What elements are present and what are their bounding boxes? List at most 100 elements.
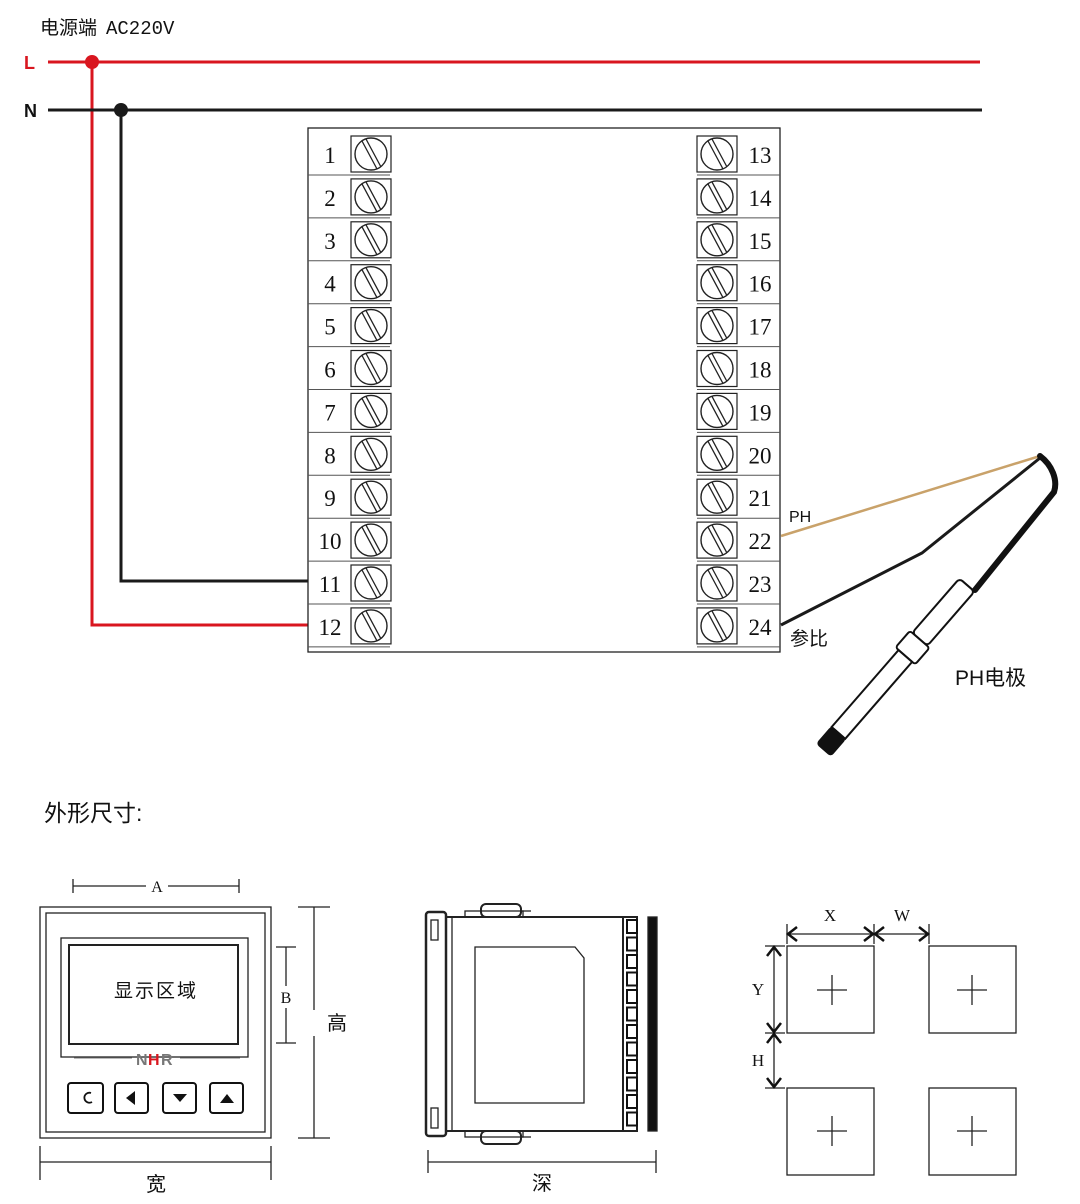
brand-logo: N H R xyxy=(74,1052,240,1069)
terminal-number: 5 xyxy=(324,315,336,340)
front-view xyxy=(39,879,330,1180)
neutral-junction-dot xyxy=(114,103,128,117)
terminal-number: 2 xyxy=(324,186,336,211)
side-terminals xyxy=(626,919,638,1127)
terminal-number: 12 xyxy=(319,615,342,640)
down-button xyxy=(162,1082,197,1114)
screw-icon xyxy=(350,392,392,430)
terminal-number: 18 xyxy=(749,358,772,383)
terminal-number: 11 xyxy=(319,572,341,597)
terminal-right: 23 xyxy=(696,564,780,605)
screw-icon xyxy=(696,307,738,345)
cutout-h-label: H xyxy=(752,1051,764,1070)
terminal-number: 10 xyxy=(319,529,342,554)
cutout-w-label: W xyxy=(894,906,911,925)
terminal-number: 8 xyxy=(324,443,336,468)
mode-button xyxy=(67,1082,104,1114)
terminal-right: 14 xyxy=(696,178,780,219)
terminal-number: 3 xyxy=(324,229,336,254)
display-area-label: 显示区域 xyxy=(114,980,198,1002)
ph-electrode-label: PH电极 xyxy=(955,667,1026,690)
terminal-right: 15 xyxy=(696,221,780,262)
terminal-number: 23 xyxy=(749,572,772,597)
terminal-number: 13 xyxy=(749,143,772,168)
terminal-number: 17 xyxy=(749,315,772,340)
screw-icon xyxy=(350,521,392,559)
line-label: L xyxy=(24,53,35,73)
ph-wire xyxy=(780,454,1041,538)
terminal-number: 21 xyxy=(749,486,772,511)
terminal-left: 9 xyxy=(308,478,392,519)
side-terminal xyxy=(626,971,638,987)
screw-icon xyxy=(350,564,392,602)
terminal-right: 20 xyxy=(696,435,780,476)
depth-label: 深 xyxy=(532,1172,552,1195)
side-terminal xyxy=(626,936,638,952)
reference-wire xyxy=(780,456,1041,627)
tall-label: 高 xyxy=(327,1012,347,1035)
side-terminal xyxy=(626,954,638,969)
cutout-y-label: Y xyxy=(752,980,764,999)
screw-icon xyxy=(696,264,738,302)
side-terminal xyxy=(626,1094,638,1109)
terminal-right: 16 xyxy=(696,264,780,305)
side-terminal xyxy=(626,1059,638,1074)
screw-icon xyxy=(696,349,738,388)
svg-text:H: H xyxy=(148,1052,160,1069)
terminal-left: 12 xyxy=(308,607,392,648)
ph-electrode-icon xyxy=(817,579,974,756)
terminal-right: 18 xyxy=(696,349,780,390)
screw-icon xyxy=(350,135,392,173)
svg-text:N: N xyxy=(136,1052,148,1069)
terminal-right: 19 xyxy=(696,392,780,433)
screw-icon xyxy=(350,478,392,516)
terminal-right: 22 xyxy=(696,521,780,562)
side-terminal xyxy=(626,989,638,1004)
terminal-number: 22 xyxy=(749,529,772,554)
terminal-number: 1 xyxy=(324,143,336,168)
terminal-left: 6 xyxy=(308,349,392,390)
side-terminal xyxy=(626,1111,638,1127)
side-terminal xyxy=(626,1041,638,1057)
line-wire xyxy=(48,60,980,627)
side-terminal xyxy=(626,1076,638,1092)
ph-terminal-label: PH xyxy=(789,509,811,526)
terminal-left: 7 xyxy=(308,392,392,433)
screw-icon xyxy=(350,221,392,259)
terminal-left: 11 xyxy=(308,564,392,605)
neutral-wire xyxy=(48,108,982,583)
screw-icon xyxy=(696,564,738,602)
line-junction-dot xyxy=(85,55,99,69)
cutout-arrowheads xyxy=(766,926,931,1090)
screw-icon xyxy=(696,135,738,173)
terminal-left: 8 xyxy=(308,435,392,476)
terminal-left: 5 xyxy=(308,307,392,348)
neutral-label: N xyxy=(24,101,37,121)
terminal-left: 4 xyxy=(308,264,392,305)
terminal-right: 17 xyxy=(696,307,780,348)
front-width-letter: A xyxy=(151,879,163,896)
side-terminal xyxy=(626,1006,638,1022)
terminal-number: 19 xyxy=(749,400,772,425)
screw-icon xyxy=(350,349,392,388)
terminal-number: 15 xyxy=(749,229,772,254)
terminal-left: 2 xyxy=(308,178,392,219)
power-title: 电源端 xyxy=(40,17,97,39)
terminal-number: 9 xyxy=(324,486,336,511)
panel-cutout-view xyxy=(765,924,1017,1176)
terminal-number: 14 xyxy=(749,186,773,211)
side-view xyxy=(424,903,658,1173)
side-terminal xyxy=(626,919,638,934)
probe-cable xyxy=(972,453,1059,593)
screw-icon xyxy=(696,435,738,473)
screw-icon xyxy=(350,307,392,345)
screw-icon xyxy=(350,264,392,302)
terminal-number: 4 xyxy=(324,272,336,297)
terminal-number: 7 xyxy=(324,400,336,425)
terminal-left: 10 xyxy=(308,521,392,562)
svg-text:R: R xyxy=(161,1052,173,1069)
cutout-x-label: X xyxy=(824,906,836,925)
terminal-number: 20 xyxy=(749,443,772,468)
